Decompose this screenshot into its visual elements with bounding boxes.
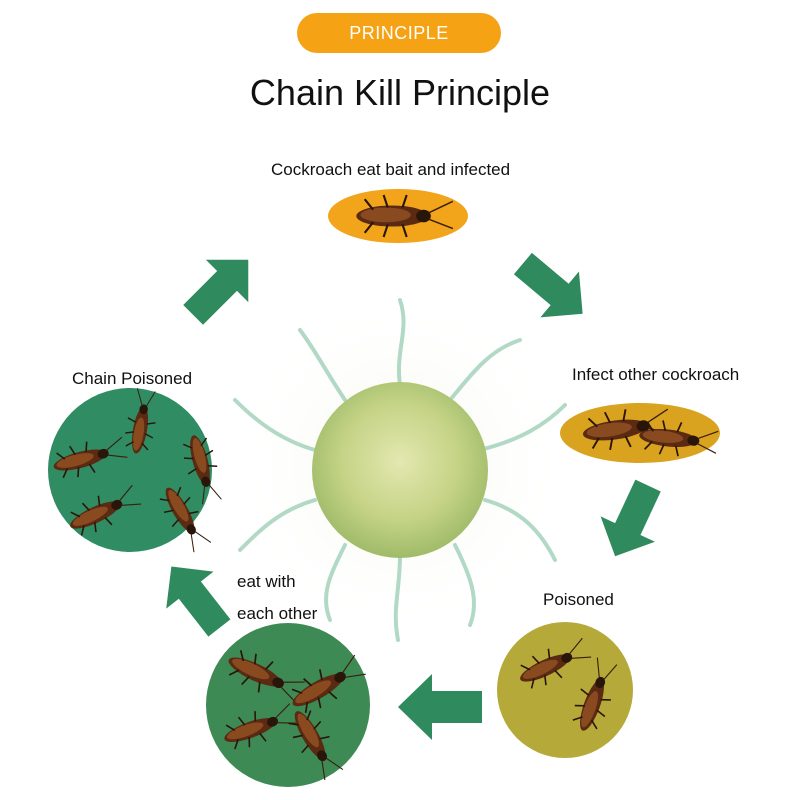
- stage-label-infect-other: Infect other cockroach: [572, 365, 740, 384]
- stage-infect-other-image: [560, 402, 720, 463]
- stage-label-poisoned: Poisoned: [543, 590, 614, 609]
- stage-eat-bait-image: [328, 189, 468, 243]
- stage-poisoned-image: [497, 622, 633, 758]
- stage-label-chain-poisoned: Chain Poisoned: [72, 369, 193, 388]
- stage-label-eat-with-1: eat with: [237, 572, 296, 591]
- arrow-up-left-icon: [166, 566, 231, 637]
- stage-eat-with-each-other-image: [206, 623, 371, 787]
- stage-label-eat-bait: Cockroach eat bait and infected: [271, 160, 511, 179]
- stage-chain-poisoned-image: [48, 386, 227, 556]
- arrow-left-icon: [398, 674, 482, 740]
- arrow-up-right-icon: [183, 259, 249, 325]
- stage-label-eat-with-2: each other: [237, 604, 318, 623]
- page-title: Chain Kill Principle: [249, 72, 551, 113]
- arrow-down-left-icon: [600, 479, 661, 557]
- arrow-down-right-icon: [513, 252, 583, 318]
- bait-ball: [230, 295, 570, 642]
- principle-badge: PRINCIPLE: [297, 13, 501, 53]
